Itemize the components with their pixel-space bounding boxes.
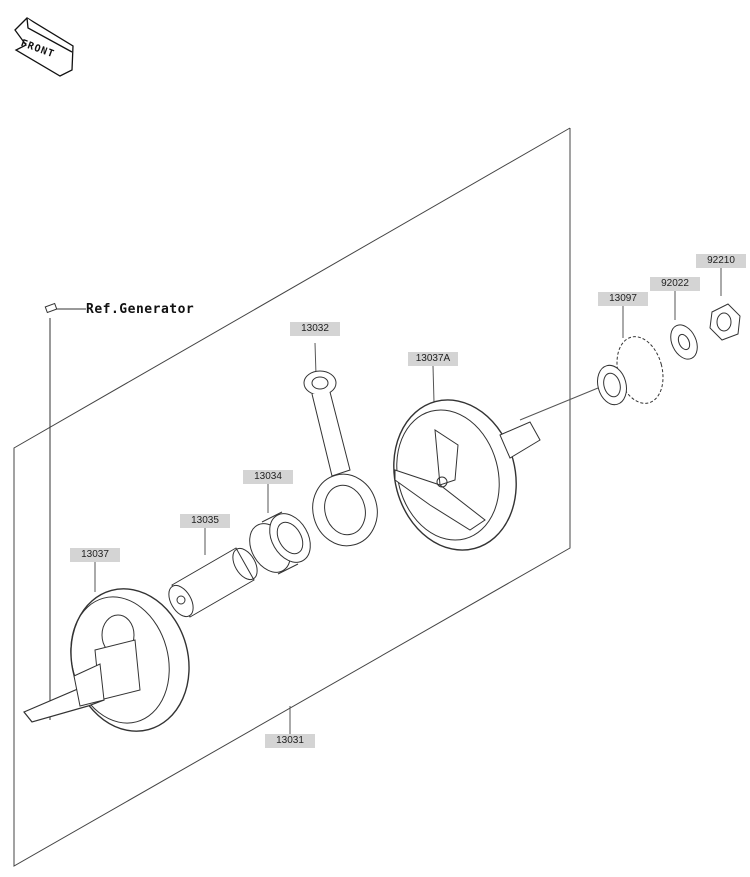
part-label-13037a[interactable]: 13037A	[408, 352, 458, 366]
flywheel-right	[393, 399, 541, 551]
needle-bearing	[249, 511, 311, 575]
connecting-rod	[303, 370, 378, 547]
part-label-13037[interactable]: 13037	[70, 548, 120, 562]
crankpin	[168, 547, 258, 618]
ref-generator-leader	[44, 302, 86, 720]
part-label-13031[interactable]: 13031	[265, 734, 315, 748]
front-arrow-icon	[14, 17, 74, 77]
part-label-92210[interactable]: 92210	[696, 254, 746, 268]
assembly-frame	[13, 127, 571, 867]
part-label-13097[interactable]: 13097	[598, 292, 648, 306]
flywheel-left	[23, 588, 190, 732]
leader-lines	[94, 268, 722, 735]
nut	[709, 303, 741, 341]
ref-generator-label[interactable]: Ref.Generator	[86, 302, 195, 317]
part-label-92022[interactable]: 92022	[650, 277, 700, 291]
part-label-13034[interactable]: 13034	[243, 470, 293, 484]
part-label-13032[interactable]: 13032	[290, 322, 340, 336]
part-label-13035[interactable]: 13035	[180, 514, 230, 528]
gear	[597, 336, 664, 406]
washer	[670, 324, 698, 360]
